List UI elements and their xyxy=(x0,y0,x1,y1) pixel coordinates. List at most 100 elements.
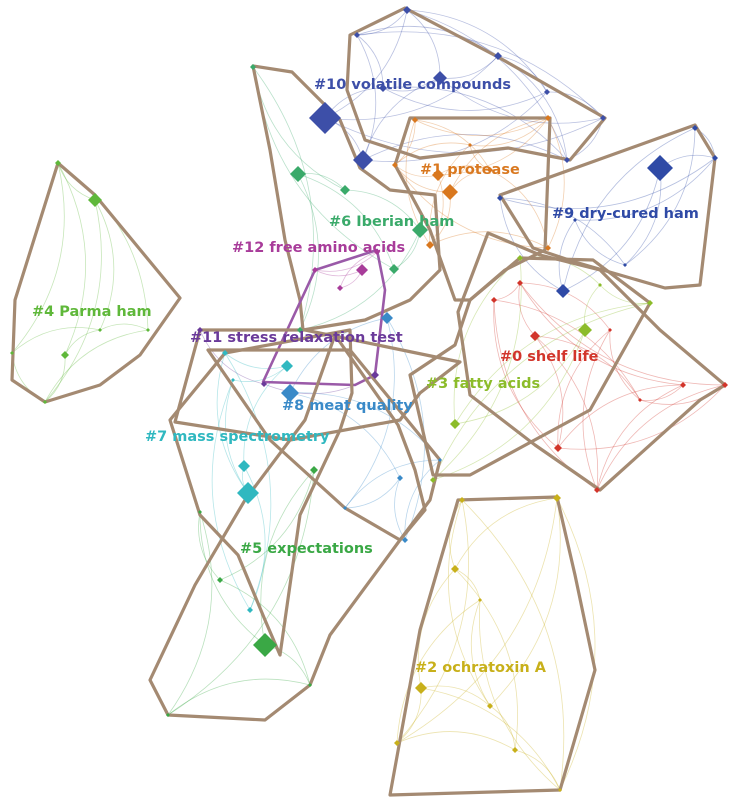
node-c0[interactable] xyxy=(530,331,540,341)
node-c1[interactable] xyxy=(426,241,434,249)
node-c9[interactable] xyxy=(497,195,503,201)
node-c12[interactable] xyxy=(312,267,318,273)
node-c11[interactable] xyxy=(371,371,379,379)
node-c6[interactable] xyxy=(250,64,256,70)
node-c9[interactable] xyxy=(556,284,570,298)
node-c10[interactable] xyxy=(403,6,411,14)
node-c10[interactable] xyxy=(544,89,550,95)
node-c1[interactable] xyxy=(442,184,458,200)
node-c5[interactable] xyxy=(308,683,312,687)
node-c3[interactable] xyxy=(430,477,436,483)
node-c2[interactable] xyxy=(459,497,465,503)
node-c0[interactable] xyxy=(594,487,600,493)
node-c1[interactable] xyxy=(545,245,551,251)
node-c6[interactable] xyxy=(290,166,306,182)
node-c2[interactable] xyxy=(558,788,562,792)
node-c9[interactable] xyxy=(692,125,698,131)
label-c12[interactable]: #12 free amino acids xyxy=(232,240,405,256)
node-c1[interactable] xyxy=(545,115,551,121)
node-c5[interactable] xyxy=(217,577,223,583)
node-c11[interactable] xyxy=(197,327,203,333)
node-c0[interactable] xyxy=(554,444,562,452)
node-c9[interactable] xyxy=(712,155,718,161)
label-c11[interactable]: #11 stress relaxation test xyxy=(190,330,403,346)
node-c6[interactable] xyxy=(297,327,303,333)
node-c5[interactable] xyxy=(198,510,202,514)
node-c6[interactable] xyxy=(340,185,350,195)
node-c0[interactable] xyxy=(608,328,612,332)
node-c4[interactable] xyxy=(10,351,14,355)
node-c3[interactable] xyxy=(517,255,523,261)
node-c7[interactable] xyxy=(281,360,293,372)
node-c10[interactable] xyxy=(354,32,360,38)
node-c10[interactable] xyxy=(309,102,341,134)
node-c6[interactable] xyxy=(412,222,428,238)
node-c8[interactable] xyxy=(343,506,347,510)
node-c8[interactable] xyxy=(281,384,299,402)
node-c3[interactable] xyxy=(647,300,653,306)
label-c0[interactable]: #0 shelf life xyxy=(500,349,599,365)
node-c1[interactable] xyxy=(487,167,493,173)
node-c10[interactable] xyxy=(353,150,373,170)
node-c12[interactable] xyxy=(374,249,380,255)
node-c2[interactable] xyxy=(553,494,561,502)
node-c8[interactable] xyxy=(381,312,393,324)
node-c3[interactable] xyxy=(578,323,592,337)
node-c4[interactable] xyxy=(61,351,69,359)
node-c6[interactable] xyxy=(389,264,399,274)
node-c8[interactable] xyxy=(402,537,408,543)
node-c4[interactable] xyxy=(43,400,47,404)
label-c4[interactable]: #4 Parma ham xyxy=(32,304,152,320)
node-c9[interactable] xyxy=(647,155,673,181)
label-c3[interactable]: #3 fatty acids xyxy=(426,376,540,392)
node-c5[interactable] xyxy=(166,713,170,717)
label-c1[interactable]: #1 protease xyxy=(420,162,520,178)
node-c7[interactable] xyxy=(231,378,235,382)
node-c12[interactable] xyxy=(337,285,343,291)
node-c0[interactable] xyxy=(491,297,497,303)
node-c2[interactable] xyxy=(478,598,482,602)
node-c10[interactable] xyxy=(564,157,570,163)
node-c10[interactable] xyxy=(600,115,606,121)
node-c7[interactable] xyxy=(238,460,250,472)
node-c2[interactable] xyxy=(512,747,518,753)
node-c4[interactable] xyxy=(88,193,102,207)
node-c9[interactable] xyxy=(623,263,627,267)
node-c8[interactable] xyxy=(397,475,403,481)
node-c0[interactable] xyxy=(680,382,686,388)
node-c3[interactable] xyxy=(450,419,460,429)
node-c12[interactable] xyxy=(356,264,368,276)
node-c8[interactable] xyxy=(438,458,442,462)
node-c2[interactable] xyxy=(415,682,427,694)
node-c4[interactable] xyxy=(146,328,150,332)
node-c5[interactable] xyxy=(310,466,318,474)
node-c11[interactable] xyxy=(261,381,267,387)
node-c1[interactable] xyxy=(412,117,418,123)
node-c2[interactable] xyxy=(451,565,459,573)
label-c5[interactable]: #5 expectations xyxy=(240,541,373,557)
node-c0[interactable] xyxy=(638,398,642,402)
node-c0[interactable] xyxy=(722,382,728,388)
node-c0[interactable] xyxy=(517,280,523,286)
node-c10[interactable] xyxy=(494,52,502,60)
label-c6[interactable]: #6 Iberian ham xyxy=(329,214,454,230)
node-c10[interactable] xyxy=(433,71,447,85)
node-c1[interactable] xyxy=(432,169,444,181)
node-c5[interactable] xyxy=(253,633,277,657)
node-c10[interactable] xyxy=(379,84,387,92)
label-c9[interactable]: #9 dry-cured ham xyxy=(552,206,699,222)
node-c7[interactable] xyxy=(247,607,253,613)
node-c4[interactable] xyxy=(55,160,61,166)
label-c2[interactable]: #2 ochratoxin A xyxy=(415,660,547,676)
node-c1[interactable] xyxy=(392,162,398,168)
node-c2[interactable] xyxy=(394,740,400,746)
node-c7[interactable] xyxy=(222,350,228,356)
node-c3[interactable] xyxy=(598,283,602,287)
label-c10[interactable]: #10 volatile compounds xyxy=(314,77,511,93)
node-c4[interactable] xyxy=(98,328,102,332)
label-c7[interactable]: #7 mass spectrometry xyxy=(145,429,330,445)
node-c9[interactable] xyxy=(573,218,577,222)
node-c1[interactable] xyxy=(468,143,472,147)
node-c7[interactable] xyxy=(237,482,259,504)
node-c2[interactable] xyxy=(487,703,493,709)
